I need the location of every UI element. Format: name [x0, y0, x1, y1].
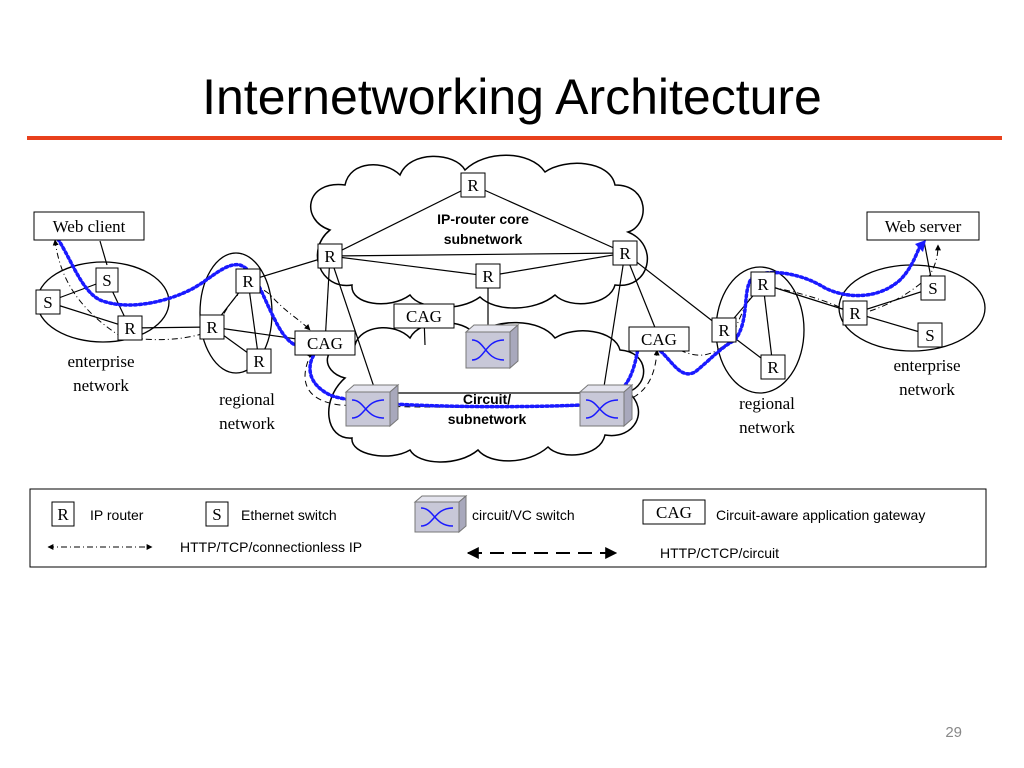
legend-cag-symbol	[642, 499, 706, 525]
web-client-box	[33, 211, 145, 241]
svg-text:R: R	[467, 176, 479, 195]
legend-router-symbol	[51, 501, 75, 527]
router-node	[711, 317, 737, 343]
svg-text:R: R	[253, 352, 265, 371]
svg-text:CAG: CAG	[307, 334, 343, 353]
cag-node	[628, 326, 690, 352]
svg-text:R: R	[242, 272, 254, 291]
cag-node	[393, 303, 455, 329]
svg-text:R: R	[757, 275, 769, 294]
page-number: 29	[945, 724, 962, 741]
legend-frame	[29, 488, 987, 568]
router-node	[612, 240, 638, 266]
vc-switch-core	[464, 323, 520, 370]
right-regional-label-1: regional	[739, 394, 795, 413]
router-node	[842, 300, 868, 326]
legend-circuit-label: HTTP/CTCP/circuit	[660, 545, 779, 561]
circuit-title-line1: Circuit/	[463, 391, 511, 407]
slide-title: Internetworking Architecture	[202, 69, 822, 125]
left-enterprise-label-1: enterprise	[67, 352, 134, 371]
switch-node	[95, 267, 119, 293]
legend: R IP router S Ethernet switch circuit/VC…	[29, 488, 987, 568]
svg-text:R: R	[482, 267, 494, 286]
svg-text:S: S	[928, 279, 937, 298]
legend-vc-switch-symbol	[413, 494, 468, 534]
router-node	[460, 172, 486, 198]
router-node	[235, 268, 261, 294]
svg-text:S: S	[102, 271, 111, 290]
web-server-label: Web server	[885, 217, 962, 236]
legend-connectionless-label: HTTP/TCP/connectionless IP	[180, 539, 362, 555]
router-node	[750, 271, 776, 297]
router-node	[760, 354, 786, 380]
svg-text:R: R	[57, 505, 69, 524]
left-regional-label-2: network	[219, 414, 275, 433]
core-title-line2: subnetwork	[444, 231, 523, 247]
switch-node	[35, 289, 61, 315]
legend-cag-label: Circuit-aware application gateway	[716, 507, 925, 523]
switch-node	[917, 322, 943, 348]
vc-switch-left	[344, 383, 400, 428]
router-node	[246, 348, 272, 374]
svg-text:R: R	[324, 247, 336, 266]
svg-text:S: S	[925, 326, 934, 345]
svg-text:CAG: CAG	[656, 503, 692, 522]
right-enterprise-label-1: enterprise	[893, 356, 960, 375]
svg-text:R: R	[849, 304, 861, 323]
circuit-title-line2: subnetwork	[448, 411, 527, 427]
web-server-box	[866, 211, 980, 241]
svg-text:R: R	[619, 244, 631, 263]
core-cloud	[310, 154, 648, 309]
router-node	[117, 315, 143, 341]
cag-node	[294, 330, 356, 356]
left-regional-label-1: regional	[219, 390, 275, 409]
legend-switch-label: Ethernet switch	[241, 507, 337, 523]
core-title-line1: IP-router core	[437, 211, 529, 227]
vc-switch-right	[578, 383, 634, 428]
svg-text:R: R	[206, 318, 218, 337]
router-node	[199, 314, 225, 340]
legend-switch-symbol	[205, 501, 229, 527]
router-node	[317, 243, 343, 269]
legend-router-label: IP router	[90, 507, 144, 523]
svg-text:R: R	[124, 319, 136, 338]
svg-text:S: S	[43, 293, 52, 312]
title-rule	[27, 136, 1002, 140]
svg-text:CAG: CAG	[641, 330, 677, 349]
svg-text:R: R	[767, 358, 779, 377]
switch-node	[920, 275, 946, 301]
network-diagram: Web client Web server S S S S R R R R R …	[29, 154, 987, 568]
blue-arrowhead-right	[915, 240, 926, 252]
legend-vc-switch-label: circuit/VC switch	[472, 507, 575, 523]
web-client-label: Web client	[53, 217, 126, 236]
right-regional-label-2: network	[739, 418, 795, 437]
svg-text:CAG: CAG	[406, 307, 442, 326]
right-enterprise-label-2: network	[899, 380, 955, 399]
svg-text:R: R	[718, 321, 730, 340]
router-node	[475, 263, 501, 289]
svg-text:S: S	[212, 505, 221, 524]
left-enterprise-label-2: network	[73, 376, 129, 395]
